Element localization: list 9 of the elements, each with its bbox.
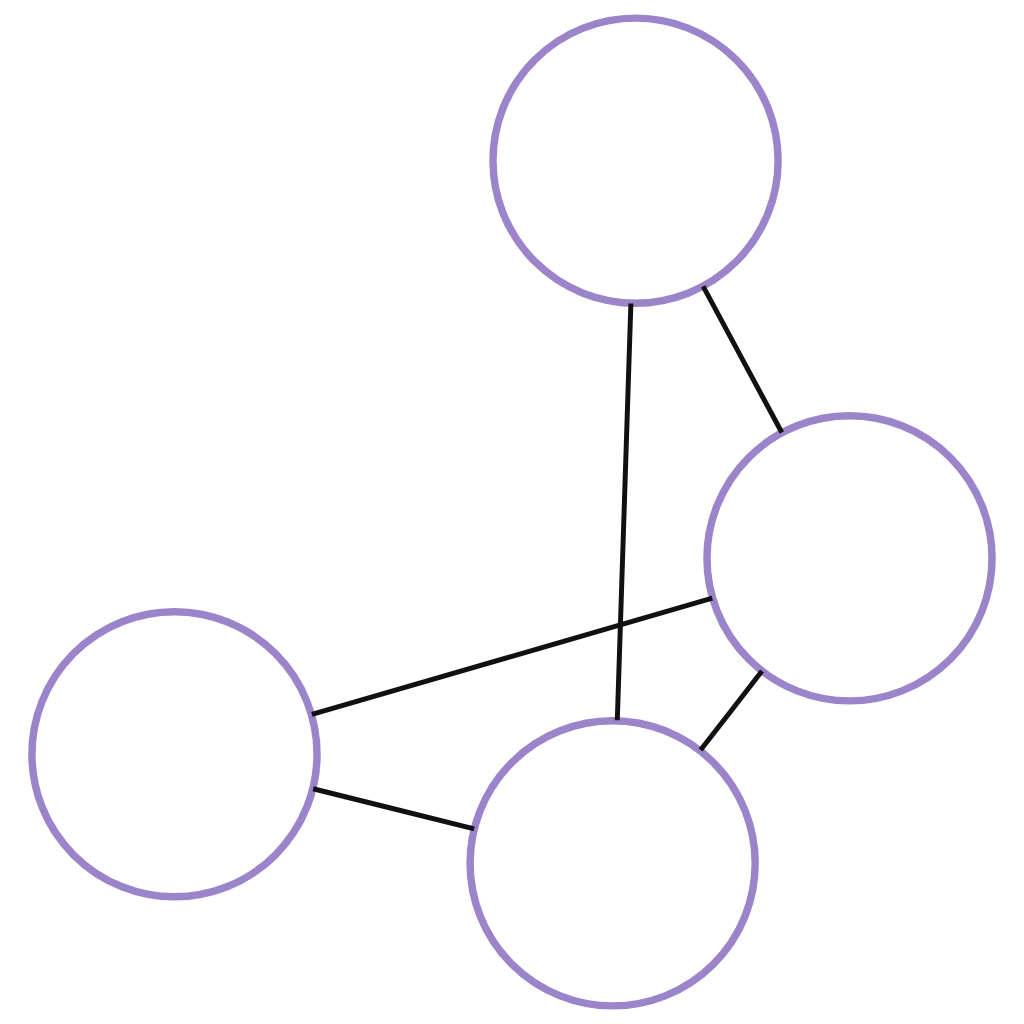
connector [311,595,713,717]
connector [698,669,764,752]
node-circle [28,607,321,901]
connector [701,285,784,434]
node-circle [703,412,996,705]
connector [614,303,634,721]
node-circle [466,717,759,1010]
node-circle [489,14,782,307]
connector [312,786,475,832]
